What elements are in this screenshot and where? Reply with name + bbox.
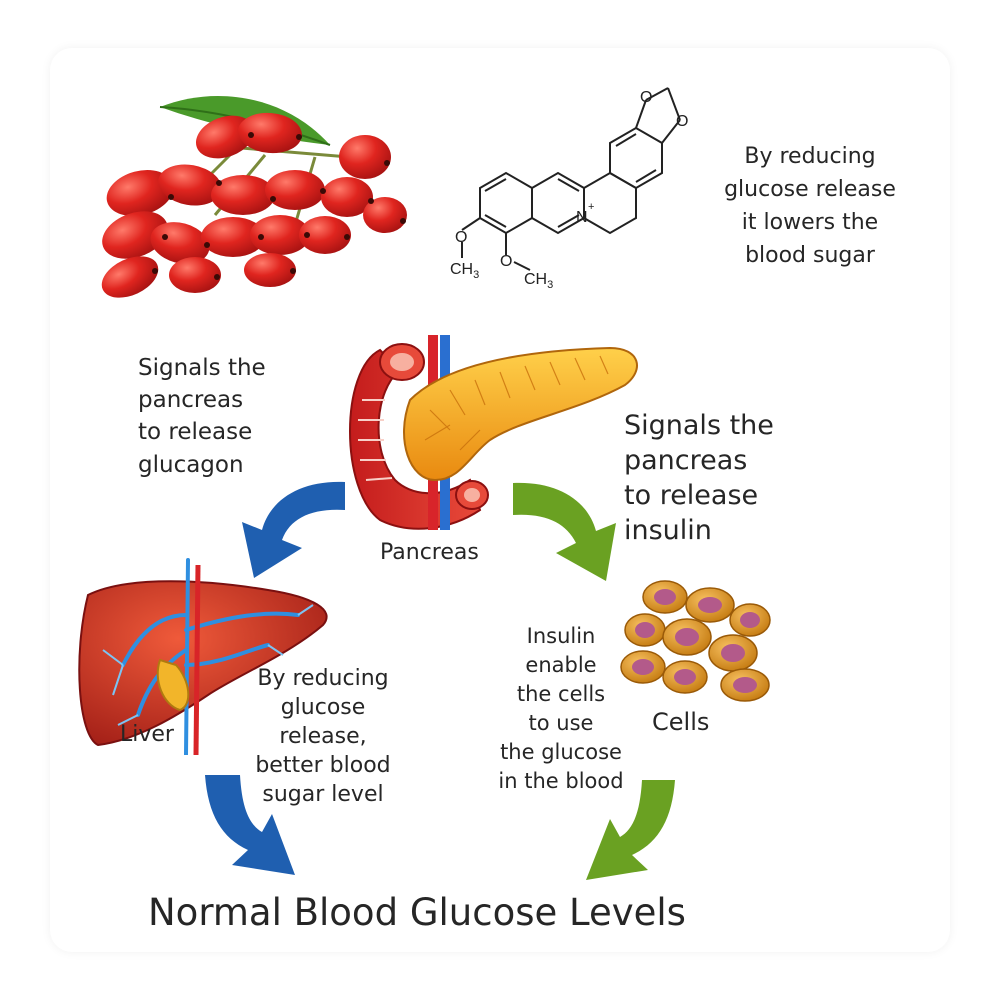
nitrogen-atom: N xyxy=(576,209,588,226)
caption-line: better blood xyxy=(255,753,391,779)
caption-line: to use xyxy=(528,710,594,735)
methoxy-oxygen-1: O xyxy=(455,229,467,246)
dioxole-oxygen-2: O xyxy=(676,113,688,130)
insulin-effect-caption: Insulin enable the cells to use the gluc… xyxy=(476,622,646,796)
liver-label: Liver xyxy=(120,722,174,747)
caption-line: insulin xyxy=(624,515,712,547)
caption-line: in the blood xyxy=(498,768,624,793)
dioxole-oxygen-1: O xyxy=(640,89,652,106)
caption-line: Signals the xyxy=(624,410,774,441)
insulin-signal-caption: Signals the pancreas to release insulin xyxy=(624,408,774,548)
caption-line: Insulin xyxy=(526,624,596,648)
arrow-to-cells xyxy=(508,475,628,585)
arrow-cells-to-result xyxy=(580,775,680,885)
nitrogen-charge: + xyxy=(588,201,594,213)
caption-line: glucose xyxy=(280,695,366,721)
liver-illustration xyxy=(68,555,338,755)
pancreas-label: Pancreas xyxy=(380,540,479,565)
cells-label: Cells xyxy=(652,708,710,736)
caption-line: By reducing xyxy=(257,666,389,691)
molecule-effect-caption: By reducing glucose release it lowers th… xyxy=(700,140,920,272)
caption-line: By reducing xyxy=(744,144,876,169)
arrow-to-liver xyxy=(230,470,350,580)
caption-line: glucagon xyxy=(138,451,244,478)
caption-line: Signals the xyxy=(138,355,266,381)
berry-cluster xyxy=(101,112,407,298)
methyl-group-1: CH3 xyxy=(450,261,479,281)
caption-line: release, xyxy=(279,724,367,750)
caption-line: the cells xyxy=(516,681,606,706)
barberry-illustration xyxy=(85,85,425,305)
methyl-group-2: CH3 xyxy=(524,271,553,291)
caption-line: it lowers the xyxy=(741,210,879,235)
caption-line: pancreas xyxy=(624,445,748,477)
result-title: Normal Blood Glucose Levels xyxy=(148,891,686,934)
caption-line: to release xyxy=(624,480,759,512)
pancreas-illustration xyxy=(340,330,650,540)
liver-effect-caption: By reducing glucose release, better bloo… xyxy=(238,664,408,809)
methoxy-oxygen-2: O xyxy=(500,253,512,270)
berberine-structure: O O N + O O CH3 CH3 xyxy=(440,70,700,300)
caption-line: enable xyxy=(525,652,597,677)
cells-illustration xyxy=(615,575,775,705)
caption-line: blood sugar xyxy=(745,243,875,268)
arrow-liver-to-result xyxy=(200,770,300,880)
caption-line: glucose release xyxy=(724,177,896,202)
caption-line: pancreas xyxy=(138,387,244,414)
caption-line: the glucose xyxy=(500,739,622,764)
glucagon-signal-caption: Signals the pancreas to release glucagon xyxy=(138,352,266,481)
caption-line: sugar level xyxy=(262,782,384,808)
caption-line: to release xyxy=(138,419,253,446)
